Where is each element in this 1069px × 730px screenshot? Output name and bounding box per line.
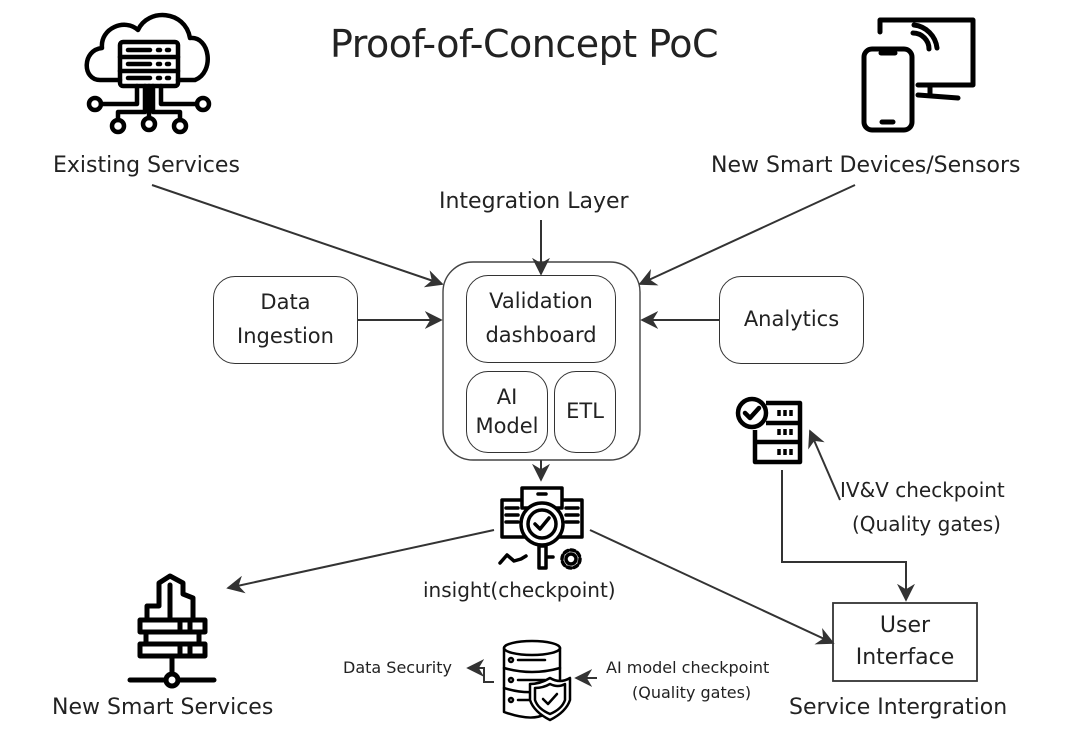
arrow-ivv-label-to-server — [808, 429, 841, 501]
building-server-network-icon — [127, 573, 217, 689]
user-interface-box — [832, 602, 978, 682]
ai-model-line1: AI — [496, 384, 518, 409]
integration-layer-label: Integration Layer — [439, 189, 629, 214]
user-interface-line1: User — [879, 613, 931, 639]
etl-label: ETL — [566, 399, 604, 424]
data-security-label: Data Security — [343, 658, 452, 677]
arrow-existing-to-integration — [151, 184, 444, 288]
page-title: Proof-of-Concept PoC — [330, 22, 719, 66]
validation-dashboard-box: Validation dashboard — [466, 275, 616, 363]
validation-dashboard-line1: Validation — [489, 289, 593, 314]
arrow-insight-to-new-services — [226, 529, 495, 594]
cloud-server-icon — [84, 12, 212, 135]
validation-dashboard-line2: dashboard — [485, 323, 597, 347]
existing-services-label: Existing Services — [53, 153, 240, 178]
etl-box: ETL — [554, 371, 616, 453]
ivv-quality-gates-label: (Quality gates) — [852, 512, 1001, 536]
user-interface-label: User Interface — [833, 603, 977, 681]
arrow-insight-to-ui — [589, 529, 835, 645]
new-devices-label: New Smart Devices/Sensors — [711, 153, 1021, 178]
database-shield-icon — [502, 639, 572, 722]
data-ingestion-line2: Ingestion — [237, 324, 334, 348]
data-ingestion-line1: Data — [260, 290, 311, 315]
service-integration-label: Service Intergration — [789, 695, 1008, 720]
new-smart-services-label: New Smart Services — [52, 695, 274, 720]
ai-model-quality-gates-label: (Quality gates) — [632, 683, 752, 702]
ai-model-checkpoint-label: AI model checkpoint — [606, 658, 770, 677]
insight-label: insight(checkpoint) — [423, 578, 616, 602]
document-magnifier-check-icon — [498, 486, 584, 570]
ai-model-line2: Model — [475, 414, 539, 438]
analytics-label: Analytics — [743, 307, 840, 332]
analytics-box: Analytics — [719, 276, 864, 364]
ai-model-box: AI Model — [466, 371, 548, 453]
server-check-icon — [735, 396, 803, 465]
arrow-db-to-data-security — [466, 659, 494, 683]
connector-server-to-ui — [781, 470, 915, 602]
phone-monitor-wireless-icon — [861, 17, 976, 133]
arrow-devices-to-integration — [638, 184, 856, 286]
ivv-checkpoint-label: IV&V checkpoint — [840, 478, 1005, 502]
user-interface-line2: Interface — [855, 645, 955, 670]
